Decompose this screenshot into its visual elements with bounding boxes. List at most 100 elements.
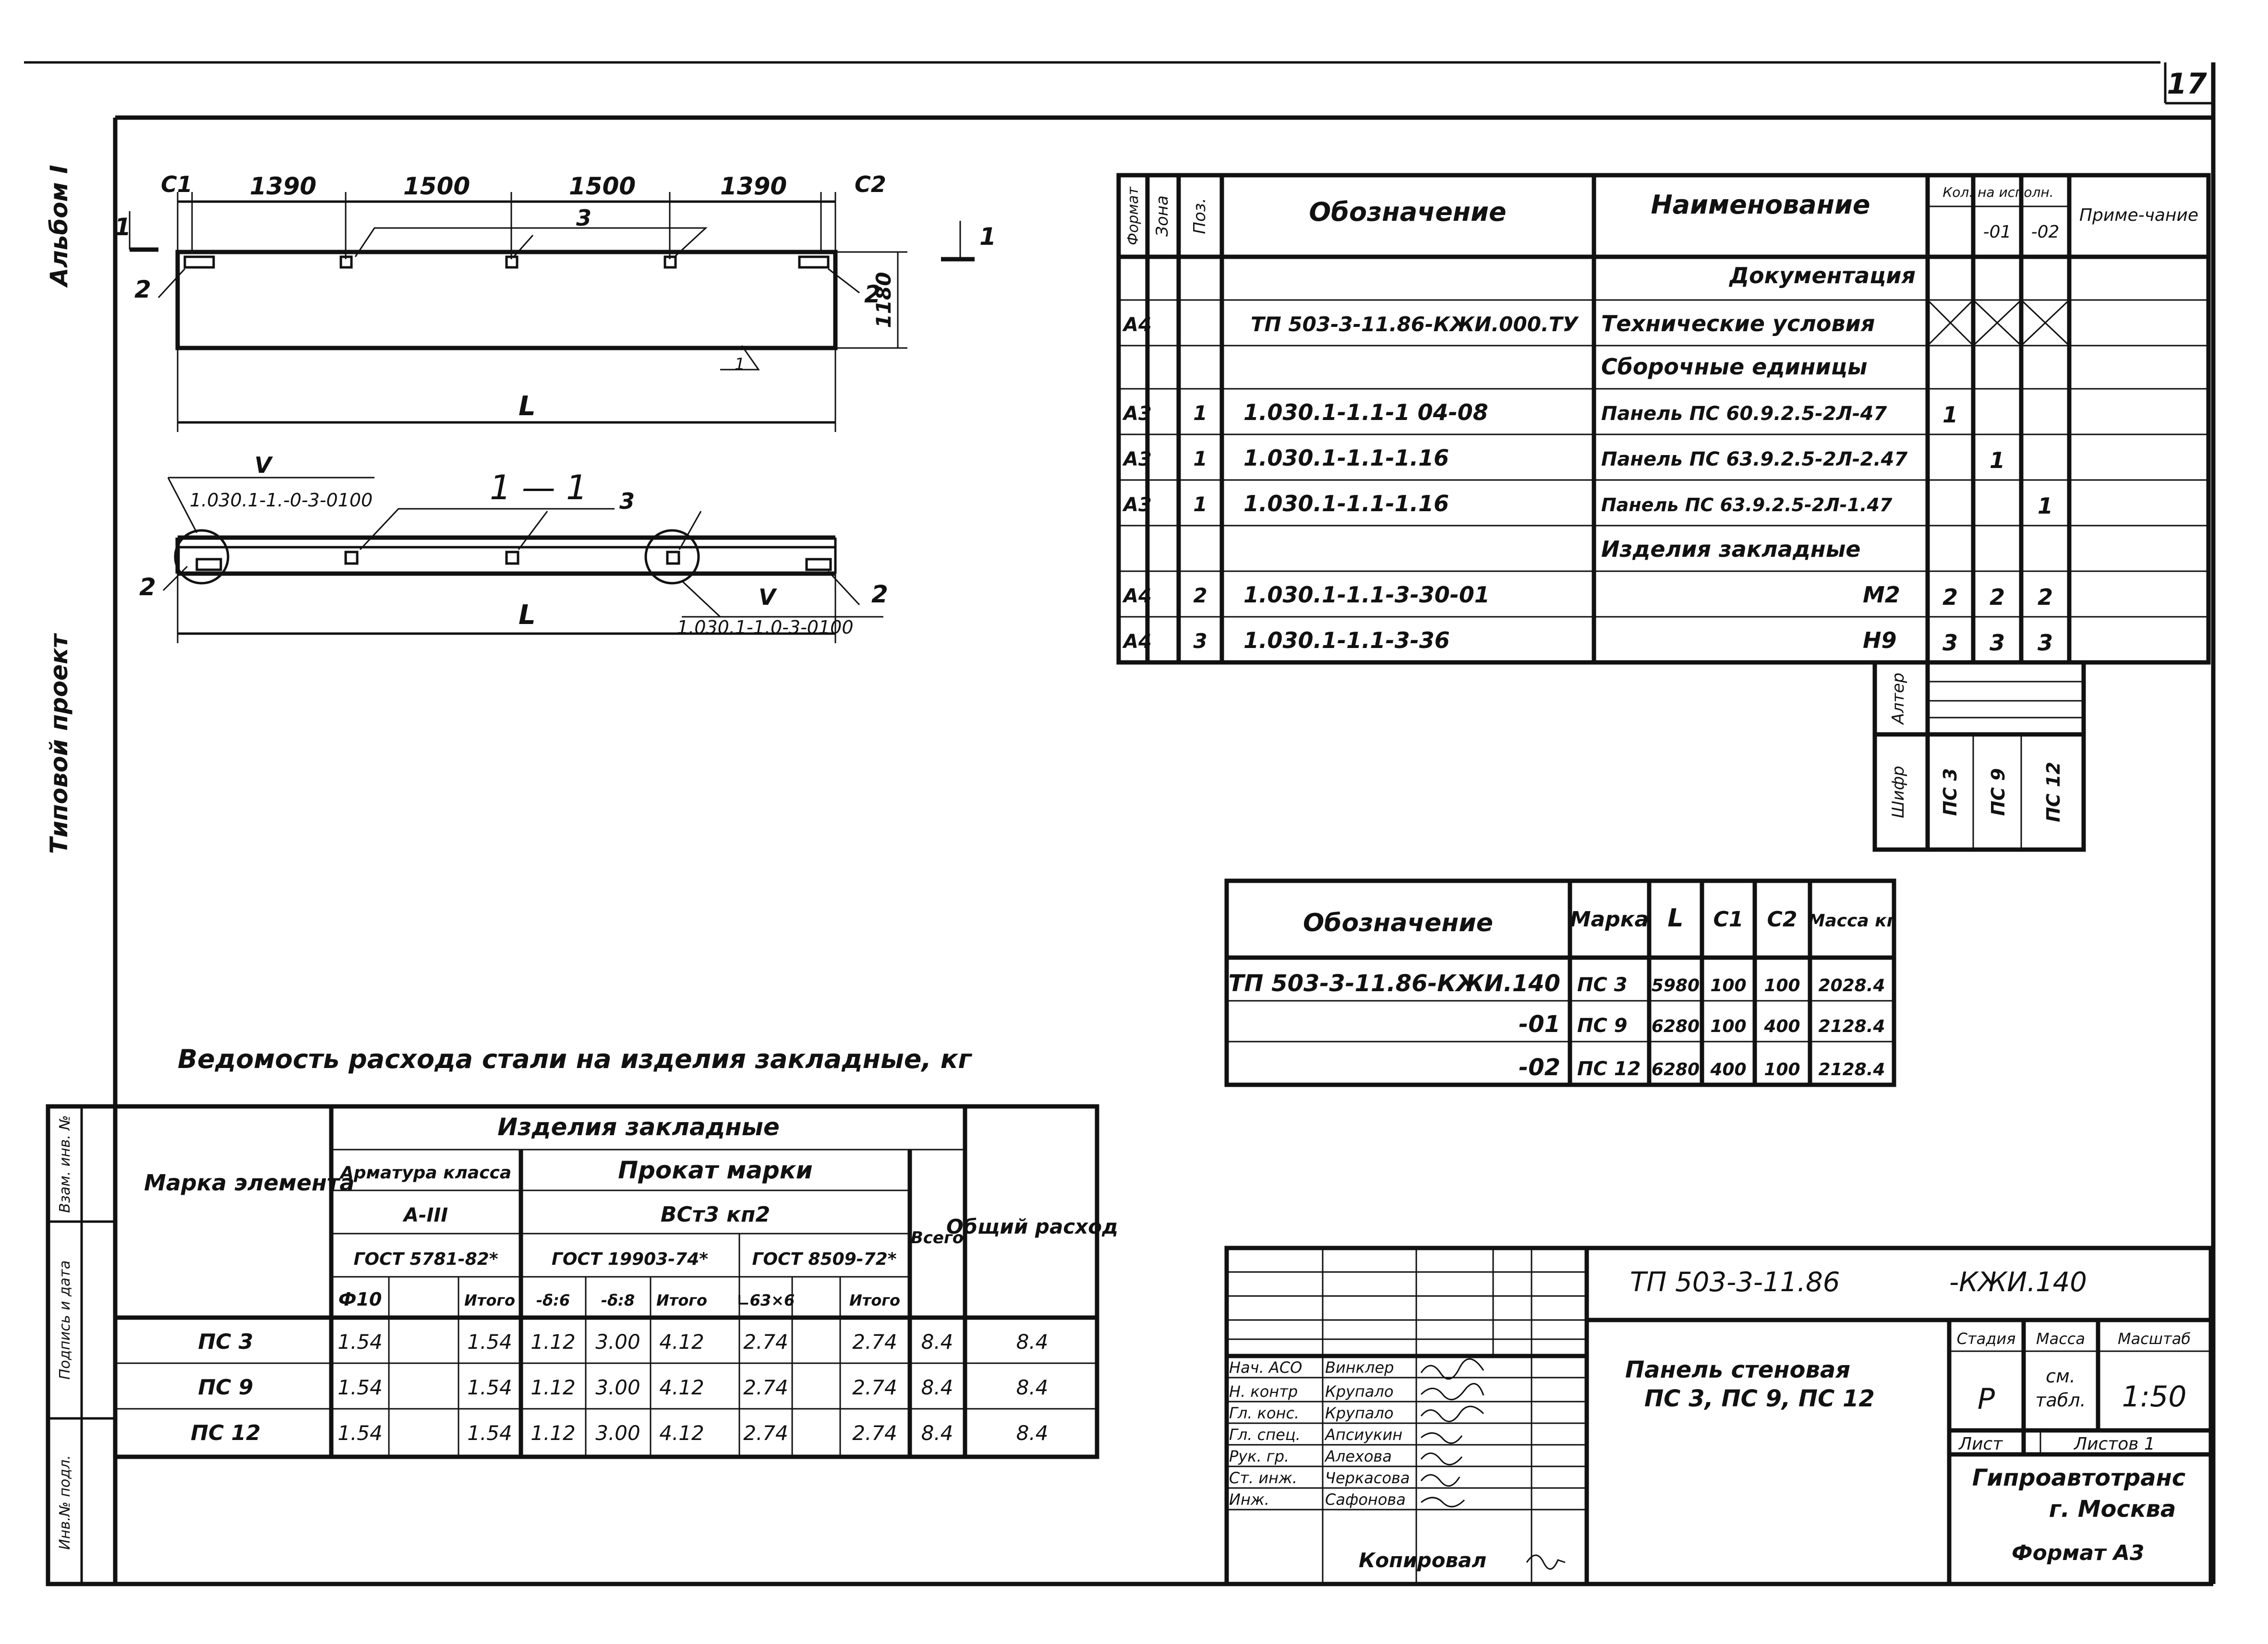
plan-dim-4: 1390 — [720, 172, 787, 200]
title-sheet: Лист — [1958, 1434, 2003, 1454]
steel-cell: 3.00 — [595, 1330, 640, 1354]
steel-sub-5: Итого — [656, 1291, 707, 1309]
spec-cell-name: М2 — [1863, 582, 1900, 608]
steel-h-mark: Марка элемента — [144, 1170, 354, 1196]
marks-cell-c2: 100 — [1764, 976, 1800, 996]
spec-row: Сборочные единицы — [1601, 354, 1867, 380]
steel-sub-6: ∟63×6 — [737, 1291, 795, 1309]
steel-cell: 8.4 — [1016, 1421, 1049, 1445]
steel-cell: 8.4 — [921, 1421, 953, 1445]
appendix-c3: ПС 12 — [2043, 762, 2064, 822]
marks-table: Обозначение Марка L С1 С2 Масса кг ТП 50… — [1224, 878, 1896, 1087]
title-name-line1: Панель стеновая — [1625, 1356, 1850, 1383]
spec-cell-fmt: А4 — [1122, 631, 1152, 653]
spec-cell-des: ТП 503-3-11.86-КЖИ.000.ТУ — [1251, 312, 1580, 336]
section-pos-3: 3 — [619, 488, 635, 514]
spec-cell-pos: 1 — [1193, 492, 1207, 516]
person-name: Алехова — [1324, 1447, 1392, 1465]
spec-cell-q2: 1 — [2038, 493, 2053, 519]
steel-cell: 1.12 — [531, 1376, 576, 1399]
steel-h-gost2: ГОСТ 8509-72* — [752, 1249, 896, 1269]
spec-cell-q0: 3 — [1942, 630, 1958, 656]
marks-row: -02 ПС 12 6280 400 100 2128.4 — [1519, 1054, 1885, 1081]
person-name: Сафонова — [1325, 1490, 1406, 1509]
marks-h-mark: Марка — [1570, 907, 1649, 932]
spec-h-note: Приме-чание — [2079, 205, 2198, 225]
steel-cell: 2.74 — [852, 1330, 897, 1354]
marks-cell-mass: 2128.4 — [1819, 1060, 1885, 1080]
section-node-right: V — [759, 584, 777, 610]
spec-cell-q1: 2 — [1990, 584, 2005, 610]
steel-h-gost1: ГОСТ 19903-74* — [552, 1249, 708, 1269]
marks-h-c2: С2 — [1767, 907, 1798, 932]
spec-cell-q0: 1 — [1942, 402, 1958, 428]
spec-cell-q1: 3 — [1990, 630, 2005, 656]
person-role: Ст. инж. — [1229, 1469, 1297, 1487]
steel-row: ПС 9 1.54 1.54 1.12 3.00 4.12 2.74 2.74 … — [198, 1375, 1048, 1400]
spec-cell-q2: 2 — [2038, 584, 2053, 610]
title-block: ТП 503-3-11.86 -КЖИ.140 Панель стеновая … — [1224, 1246, 2213, 1586]
spec-cell-name: Документация — [1728, 263, 1916, 288]
title-mass-line1: см. — [2046, 1366, 2075, 1387]
marks-cell-c2: 400 — [1763, 1017, 1800, 1036]
title-name-line2: ПС 3, ПС 9, ПС 12 — [1644, 1385, 1875, 1412]
marks-h-l: L — [1667, 904, 1683, 933]
album-label: Альбом I — [45, 165, 73, 288]
steel-title: Ведомость расхода стали на изделия закла… — [178, 1044, 972, 1074]
steel-cell: 2.74 — [743, 1376, 788, 1399]
title-city: г. Москва — [2049, 1496, 2176, 1523]
appendix-c2: ПС 9 — [1988, 768, 2009, 816]
stamp-sign: Подпись и дата — [57, 1260, 73, 1380]
sheet-frame: 17 — [24, 61, 2216, 1586]
plan-height-dim: 1180 — [872, 272, 895, 328]
steel-cell: 2.74 — [743, 1330, 788, 1354]
marks-cell-mark: ПС 9 — [1577, 1015, 1628, 1037]
spec-cell-pos: 2 — [1193, 584, 1207, 607]
marks-cell-c1: 100 — [1710, 1017, 1746, 1036]
marks-cell-mass: 2128.4 — [1819, 1017, 1885, 1036]
steel-cell: 8.4 — [921, 1330, 953, 1354]
spec-h-pos: Поз. — [1190, 198, 1209, 234]
spec-cell-fmt: А3 — [1122, 403, 1152, 425]
marks-cell-des: -02 — [1519, 1054, 1560, 1081]
footer-format: Формат А3 — [2012, 1541, 2145, 1565]
footer-copied: Копировал — [1359, 1548, 1486, 1572]
marks-cell-des: ТП 503-3-11.86-КЖИ.140 — [1229, 970, 1560, 997]
section-title: 1 — 1 — [490, 468, 588, 507]
steel-sub-4: -δ:8 — [601, 1291, 635, 1309]
steel-cell: 2.74 — [852, 1376, 897, 1399]
plan-dim-3: 1500 — [569, 172, 636, 200]
person-role: Инж. — [1229, 1490, 1269, 1509]
marks-cell-l: 5980 — [1652, 976, 1700, 996]
spec-cell-des: 1.030.1-1.1-1.16 — [1243, 445, 1449, 471]
spec-cell-q1: 1 — [1990, 447, 2005, 473]
marks-cell-mark: ПС 12 — [1577, 1058, 1641, 1080]
section-length: L — [519, 600, 536, 631]
steel-cell: 1.54 — [338, 1376, 383, 1399]
steel-h-items: Изделия закладные — [497, 1113, 780, 1141]
copied-signature — [1526, 1554, 1566, 1570]
marks-cell-l: 6280 — [1652, 1060, 1700, 1080]
spec-row: А4 ТП 503-3-11.86-КЖИ.000.ТУ Технические… — [1122, 311, 1875, 336]
steel-cell: 1.54 — [338, 1330, 383, 1354]
spec-cell-des: 1.030.1-1.1-3-36 — [1243, 627, 1450, 653]
section-pos-2-left: 2 — [139, 573, 156, 601]
steel-cell: 8.4 — [921, 1376, 953, 1399]
spec-cell-name: Панель ПС 63.9.2.5-2Л-1.47 — [1601, 494, 1893, 516]
spec-cell-name: Н9 — [1863, 627, 1897, 653]
title-scale-h: Масштаб — [2118, 1330, 2191, 1348]
steel-cell: 4.12 — [659, 1330, 704, 1354]
marks-cell-mass: 2028.4 — [1819, 976, 1885, 996]
plan-pos-2-right: 2 — [864, 280, 881, 308]
spec-cell-q0: 2 — [1942, 584, 1958, 610]
spec-h-name: Наименование — [1651, 190, 1870, 220]
spec-cell-pos: 1 — [1193, 447, 1207, 470]
person-name: Черкасова — [1325, 1469, 1410, 1487]
marks-h-designation: Обозначение — [1303, 909, 1493, 937]
steel-cell: 1.12 — [531, 1421, 576, 1445]
left-margin: Альбом I Типовой проект — [45, 165, 73, 854]
steel-sub-3: -δ:6 — [536, 1291, 570, 1309]
steel-cell: 4.12 — [659, 1421, 704, 1445]
appendix-alter: Алтер — [1889, 672, 1908, 725]
